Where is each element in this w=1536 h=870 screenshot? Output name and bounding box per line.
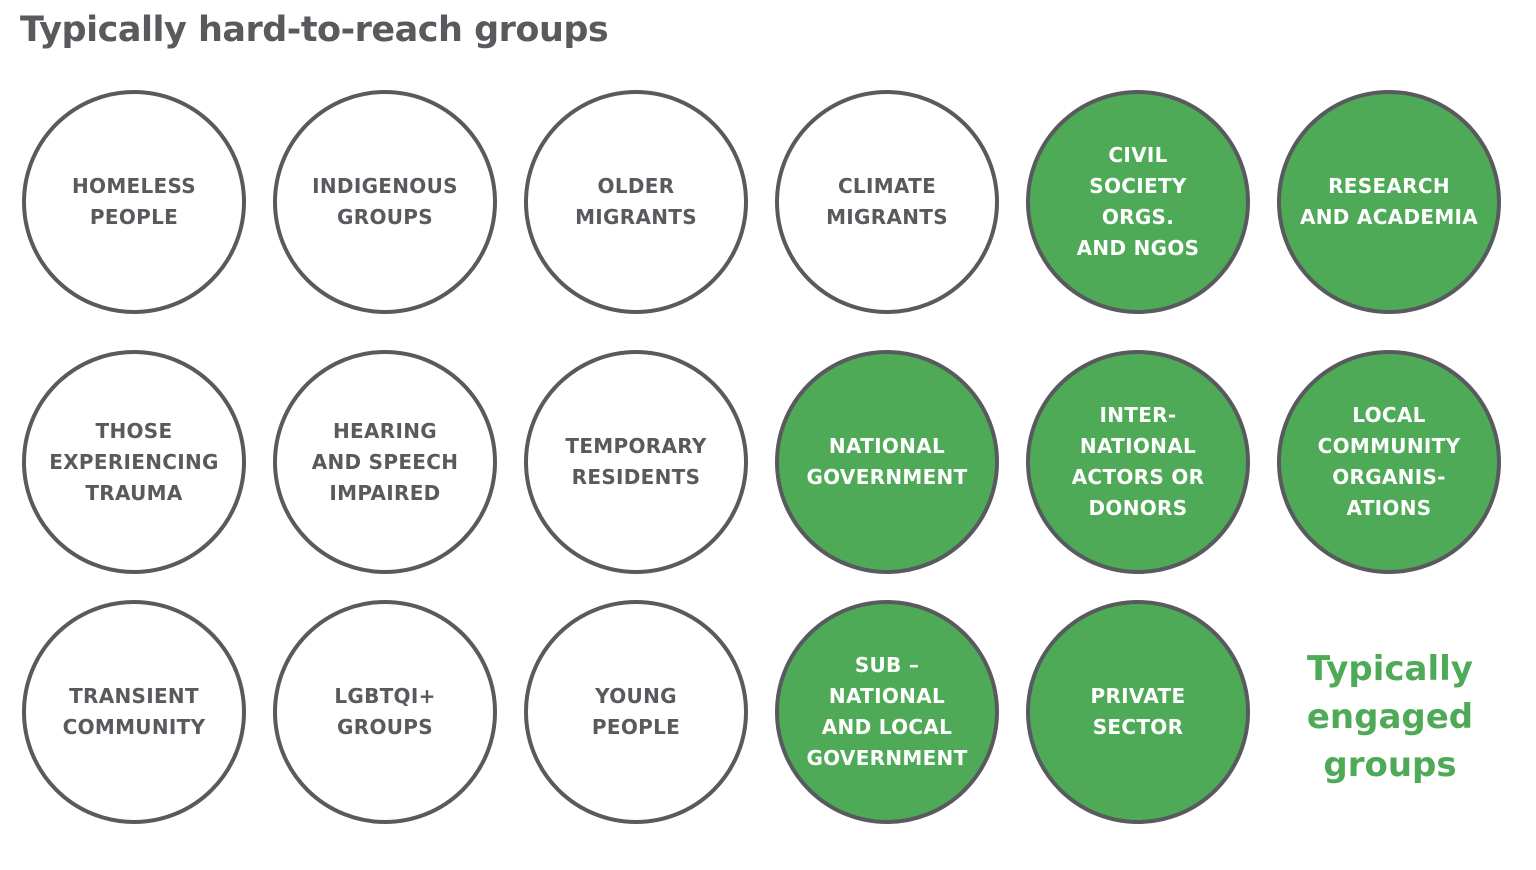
circle-label: LGBTQI+ GROUPS xyxy=(334,684,436,739)
circle-label: CLIMATE MIGRANTS xyxy=(826,174,948,229)
circle-label: HEARING AND SPEECH IMPAIRED xyxy=(311,418,459,505)
circle-label: TRANSIENT COMMUNITY xyxy=(62,684,206,739)
circle-label: HOMELESS PEOPLE xyxy=(71,174,197,229)
circle-national-government: NATIONAL GOVERNMENT xyxy=(775,350,999,574)
circle-young-people: YOUNG PEOPLE xyxy=(524,600,748,824)
circle-climate-migrants: CLIMATE MIGRANTS xyxy=(775,90,999,314)
circle-label: TEMPORARY RESIDENTS xyxy=(565,434,707,489)
circle-private-sector: PRIVATE SECTOR xyxy=(1026,600,1250,824)
circle-label: YOUNG PEOPLE xyxy=(591,684,681,739)
circle-subnational-local-government: SUB – NATIONAL AND LOCAL GOVERNMENT xyxy=(775,600,999,824)
circle-label: LOCAL COMMUNITY ORGANIS- ATIONS xyxy=(1317,403,1461,520)
circle-label: NATIONAL GOVERNMENT xyxy=(806,434,968,489)
circle-label: PRIVATE SECTOR xyxy=(1090,684,1186,739)
circle-research-academia: RESEARCH AND ACADEMIA xyxy=(1277,90,1501,314)
circle-civil-society-orgs: CIVIL SOCIETY ORGS. AND NGOS xyxy=(1026,90,1250,314)
circle-trauma: THOSE EXPERIENCING TRAUMA xyxy=(22,350,246,574)
circle-international-actors: INTER- NATIONAL ACTORS OR DONORS xyxy=(1026,350,1250,574)
circle-label: INDIGENOUS GROUPS xyxy=(312,174,458,229)
circle-older-migrants: OLDER MIGRANTS xyxy=(524,90,748,314)
circle-transient-community: TRANSIENT COMMUNITY xyxy=(22,600,246,824)
circle-local-community-orgs: LOCAL COMMUNITY ORGANIS- ATIONS xyxy=(1277,350,1501,574)
circle-label: SUB – NATIONAL AND LOCAL GOVERNMENT xyxy=(806,653,968,770)
circle-homeless-people: HOMELESS PEOPLE xyxy=(22,90,246,314)
circle-label: RESEARCH AND ACADEMIA xyxy=(1299,174,1479,229)
circle-label: THOSE EXPERIENCING TRAUMA xyxy=(49,418,219,505)
circle-temporary-residents: TEMPORARY RESIDENTS xyxy=(524,350,748,574)
circle-indigenous-groups: INDIGENOUS GROUPS xyxy=(273,90,497,314)
circle-hearing-speech-impaired: HEARING AND SPEECH IMPAIRED xyxy=(273,350,497,574)
page-title: Typically hard-to-reach groups xyxy=(20,10,609,50)
circle-label: OLDER MIGRANTS xyxy=(575,174,697,229)
circle-lgbtqi-groups: LGBTQI+ GROUPS xyxy=(273,600,497,824)
circle-label: INTER- NATIONAL ACTORS OR DONORS xyxy=(1071,403,1205,520)
engaged-groups-caption: Typically engaged groups xyxy=(1306,649,1474,785)
circle-label: CIVIL SOCIETY ORGS. AND NGOS xyxy=(1076,143,1200,260)
